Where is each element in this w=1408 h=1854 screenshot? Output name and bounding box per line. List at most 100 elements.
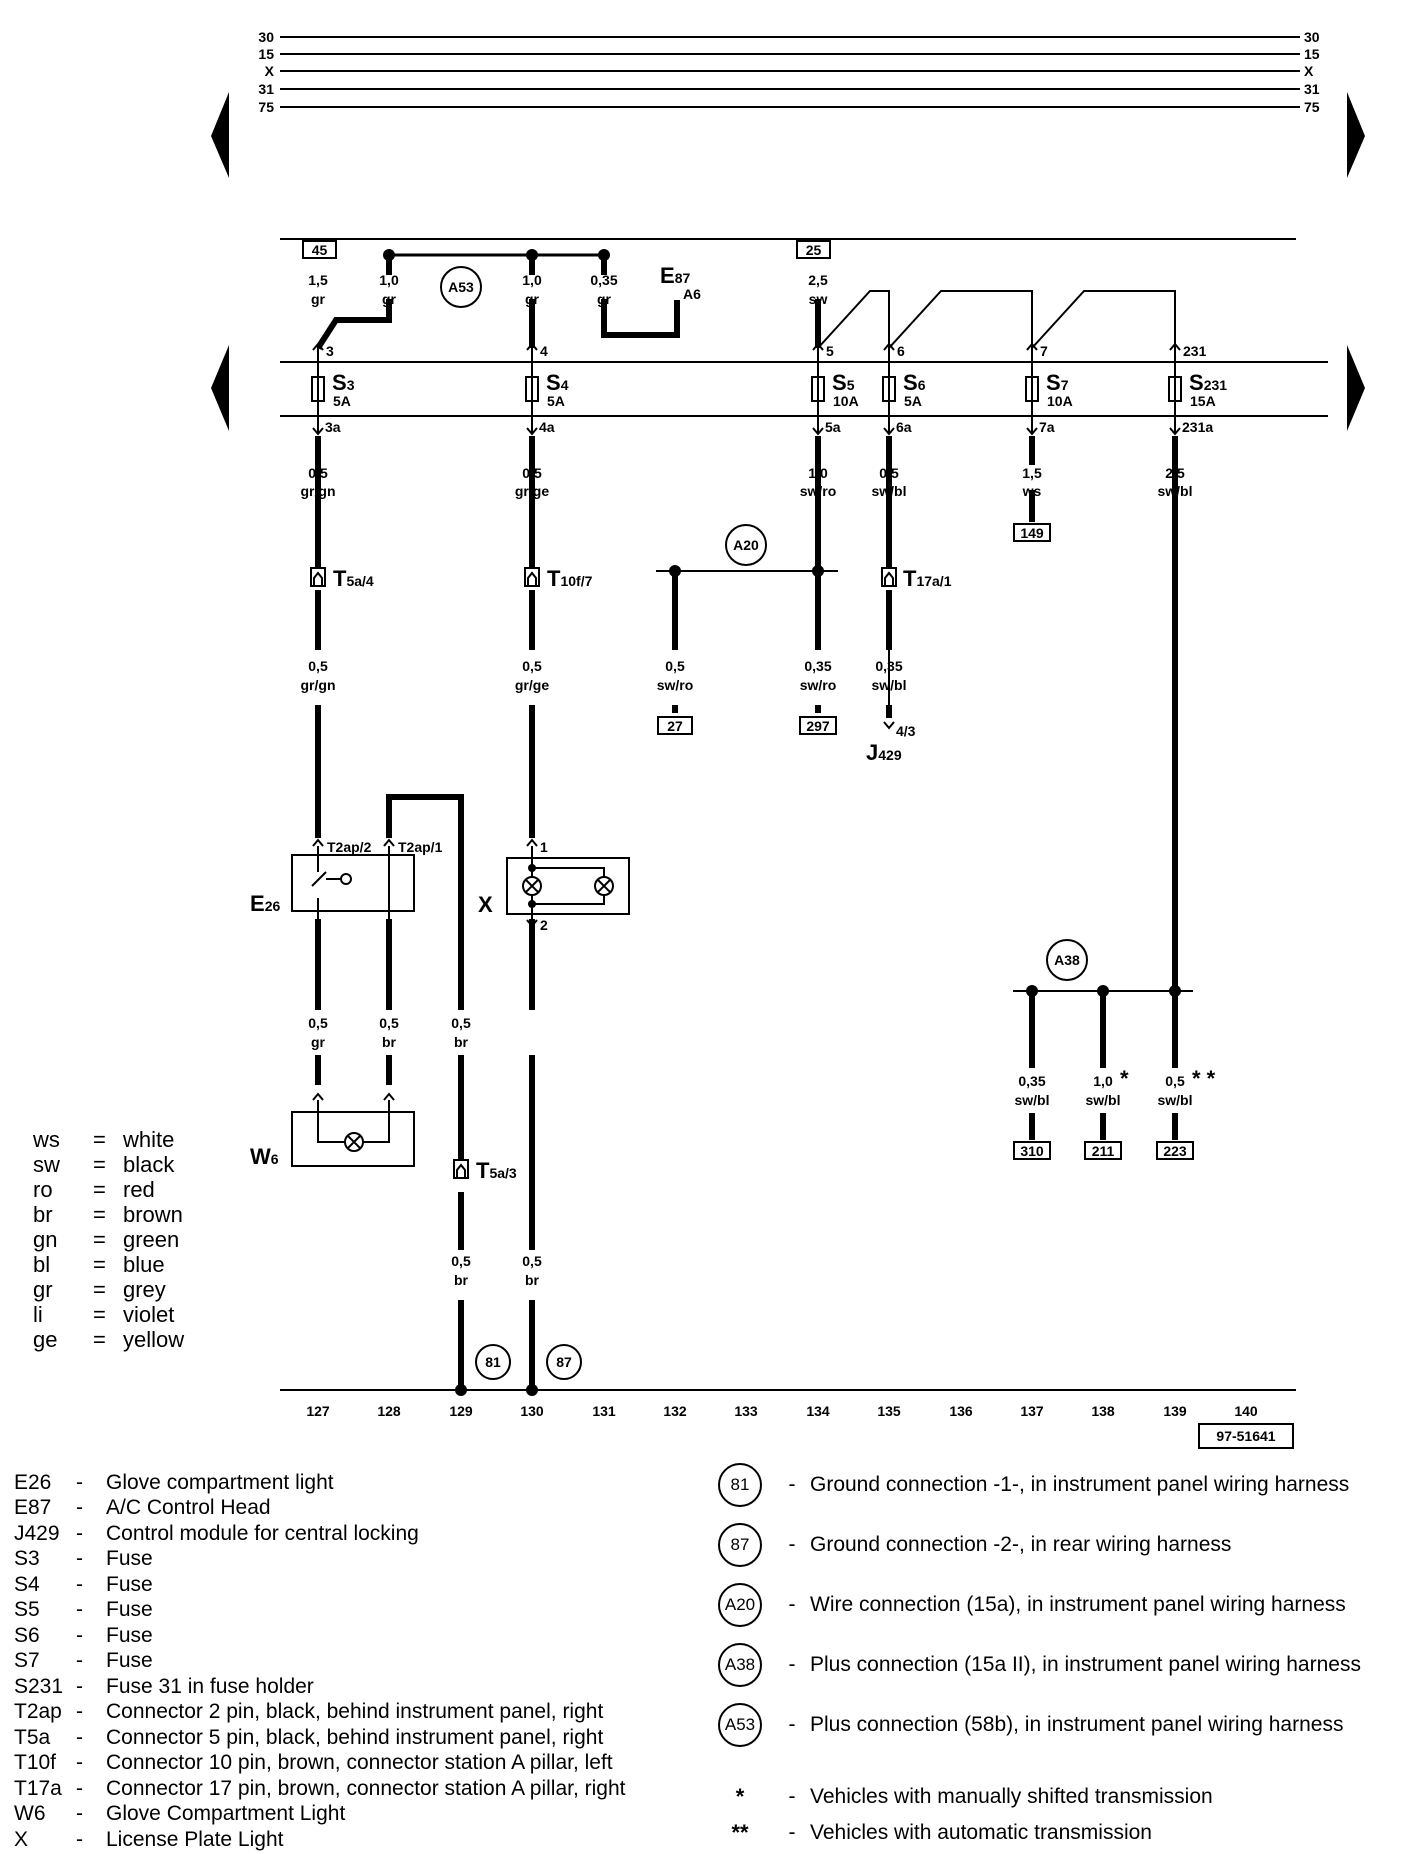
fuse-s4[interactable]: S4 5A	[546, 370, 569, 409]
ref-310-box[interactable]: 310	[1013, 1141, 1051, 1160]
component-legend-row: W6-Glove Compartment Light	[14, 1802, 346, 1826]
thick-wires	[315, 258, 1178, 1392]
continue-right-arrow-top[interactable]	[1347, 92, 1365, 178]
component-e26-sub: 26	[265, 898, 281, 914]
track-129: 129	[449, 1403, 473, 1419]
component-desc: Fuse	[106, 1649, 153, 1673]
color-name: brown	[123, 1202, 183, 1227]
connector-t5a3[interactable]: T5a/3	[476, 1158, 517, 1183]
component-j429[interactable]: J429	[866, 740, 902, 765]
wire-23-size: 0,5	[451, 1253, 471, 1269]
connection-a20[interactable]: A20	[725, 524, 767, 566]
wire-17-size: 0,5	[308, 1015, 328, 1031]
component-e26[interactable]: E26	[250, 854, 415, 916]
a38-splice-dot-1	[1026, 985, 1038, 997]
track-127: 127	[306, 1403, 330, 1419]
fuse-s6-sub: 6	[918, 377, 926, 393]
svg-text:T10f/7: T10f/7	[547, 566, 593, 591]
fuse-s6[interactable]: S6 5A	[903, 370, 926, 409]
wire-5-size: 2,5	[808, 272, 828, 288]
connection-a53[interactable]: A53	[440, 266, 482, 308]
continue-right-arrow-fuse[interactable]	[1347, 345, 1365, 431]
svg-text:S4: S4	[546, 370, 569, 395]
ref-149-box[interactable]: 149	[1013, 523, 1051, 542]
relay-ref-25-box[interactable]: 25	[796, 240, 831, 259]
fuse-s5-sub: 5	[847, 377, 855, 393]
connection-symbol: A53	[718, 1703, 762, 1747]
color-legend-row: ws=white	[33, 1127, 175, 1152]
fuse-s7-name: S	[1046, 370, 1061, 395]
note-row: *-Vehicles with manually shifted transmi…	[735, 1784, 1213, 1809]
wire-12-color: gr/gn	[301, 677, 336, 693]
component-desc: Glove compartment light	[106, 1470, 334, 1494]
note-symbol: **	[731, 1820, 749, 1845]
connector-t17a1[interactable]: T17a/1	[903, 566, 952, 591]
terminal-7a: 7a	[1039, 419, 1055, 435]
ref-223-box[interactable]: 223	[1156, 1141, 1194, 1160]
wire-10-color: ws	[1022, 483, 1042, 499]
ref-297-box[interactable]: 297	[799, 716, 837, 735]
svg-text:T17a/1: T17a/1	[903, 566, 952, 591]
svg-text:W6: W6	[250, 1144, 279, 1169]
continue-left-arrow-top[interactable]	[211, 92, 229, 178]
bus-label-31-right: 31	[1304, 81, 1320, 97]
ref-149: 149	[1020, 525, 1044, 541]
wire-5-color: sw	[809, 291, 828, 307]
wire-12-size: 0,5	[308, 658, 328, 674]
connection-legend-row: 81-Ground connection -1-, in instrument …	[706, 1463, 1408, 1507]
wire-20-size: 0,35	[1018, 1073, 1045, 1089]
component-legend-row: S5-Fuse	[14, 1598, 153, 1622]
component-w6-sub: 6	[271, 1151, 279, 1167]
track-138: 138	[1091, 1403, 1115, 1419]
wire-13-size: 0,5	[522, 658, 542, 674]
wire-17-color: gr	[311, 1034, 326, 1050]
wire-13-color: gr/ge	[515, 677, 549, 693]
pin-t2ap1: T2ap/1	[398, 839, 443, 855]
marker-single-star: *	[1120, 1066, 1129, 1091]
connector-t5a4-sub: 5a/4	[346, 573, 373, 589]
connector-t10f7[interactable]: T10f/7	[547, 566, 593, 591]
connection-desc: Plus connection (15a II), in instrument …	[810, 1653, 1361, 1676]
connection-87[interactable]: 87	[546, 1344, 582, 1380]
connector-t5a4-name: T	[333, 566, 347, 591]
wire-1-size: 1,5	[308, 272, 328, 288]
bus-label-30-right: 30	[1304, 29, 1320, 45]
component-code: J429	[14, 1521, 60, 1545]
connection-81[interactable]: 81	[475, 1344, 511, 1380]
fuse-s6-rating: 5A	[904, 393, 922, 409]
fuse-s3[interactable]: S3 5A	[332, 370, 355, 409]
connection-symbol: 81	[718, 1463, 762, 1507]
color-name: yellow	[123, 1327, 185, 1352]
fuse-s6-name: S	[903, 370, 918, 395]
fuse-s4-rating: 5A	[547, 393, 565, 409]
svg-text:S7: S7	[1046, 370, 1069, 395]
j429-pin-label: 4/3	[896, 723, 916, 739]
fuse-s7[interactable]: S7 10A	[1046, 370, 1073, 409]
connector-t17a1-name: T	[903, 566, 917, 591]
wire-16-size: 0,35	[875, 658, 902, 674]
svg-text:S6: S6	[903, 370, 926, 395]
terminal-5: 5	[826, 343, 834, 359]
wire-21-color: sw/bl	[1085, 1092, 1120, 1108]
component-code: S3	[14, 1547, 40, 1571]
wire-9-size: 0,5	[879, 465, 899, 481]
ref-27-box[interactable]: 27	[657, 716, 693, 735]
pin-x1: 1	[540, 839, 548, 855]
terminal-231a: 231a	[1182, 419, 1213, 435]
component-e87[interactable]: E87 A6	[660, 263, 701, 302]
wiring-diagram: 30 15 X 31 75 30 15 X 31 75 45 25 A53	[211, 29, 1365, 1449]
ref-211-box[interactable]: 211	[1084, 1141, 1122, 1160]
ref-310: 310	[1020, 1143, 1044, 1159]
connector-t5a4[interactable]: T5a/4	[333, 566, 374, 591]
connection-a38[interactable]: A38	[1046, 939, 1088, 981]
component-desc: Connector 2 pin, black, behind instrumen…	[106, 1700, 604, 1724]
fuse-s231[interactable]: S231 15A	[1189, 370, 1227, 409]
fuse-s5[interactable]: S5 10A	[832, 370, 859, 409]
wire-9-color: sw/bl	[871, 483, 906, 499]
relay-ref-45-box[interactable]: 45	[302, 240, 337, 259]
continue-left-arrow-fuse[interactable]	[211, 345, 229, 431]
wire-11-size: 2,5	[1165, 465, 1185, 481]
component-desc: Connector 17 pin, brown, connector stati…	[106, 1776, 626, 1800]
fuse-s3-name: S	[332, 370, 347, 395]
fuse-s4-sub: 4	[561, 377, 569, 393]
